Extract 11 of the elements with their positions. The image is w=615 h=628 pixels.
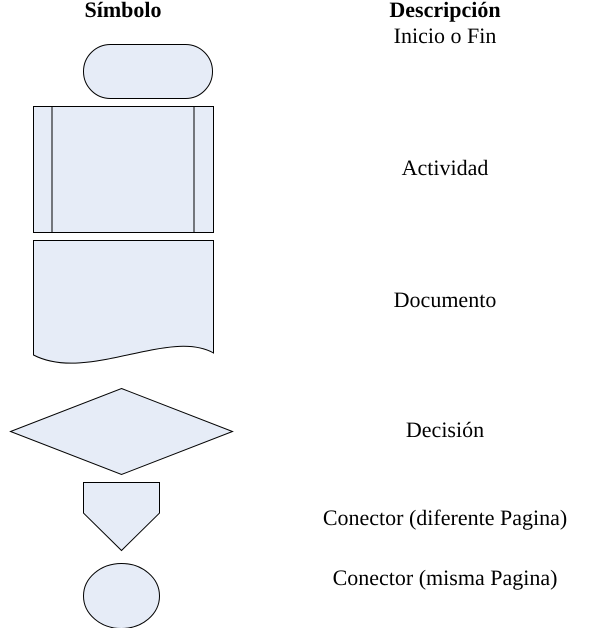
diamond-symbol (10, 388, 233, 475)
symbol-description: Documento (394, 287, 496, 313)
column-heading: Descripción (389, 0, 501, 23)
symbol-description: Conector (diferente Pagina) (322, 505, 568, 531)
symbol-description: Conector (misma Pagina) (332, 565, 558, 591)
column-heading: Símbolo (84, 0, 162, 23)
symbol-description: Decisión (406, 417, 484, 443)
pentagon-symbol (83, 482, 160, 551)
box-symbol (33, 106, 214, 233)
symbol-description: Inicio o Fin (394, 23, 496, 49)
symbol-description: Actividad (402, 155, 488, 181)
